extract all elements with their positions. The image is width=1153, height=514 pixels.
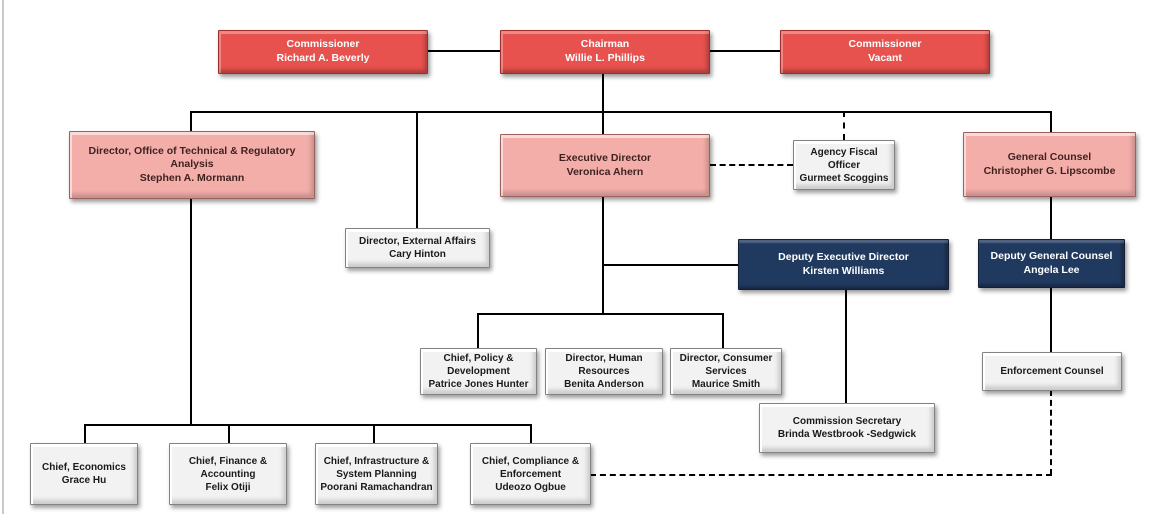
node-commissioner-beverly: Commissioner Richard A. Beverly [218,30,428,74]
connector-secretary-drop [845,290,847,403]
connector-compliance-drop [530,424,532,443]
node-deputy-general-counsel: Deputy General Counsel Angela Lee [978,239,1125,288]
node-person: Christopher G. Lipscombe [983,164,1116,177]
node-person: Udeozo Ogbue [495,481,566,493]
node-person: Brinda Westbrook -Sedgwick [777,429,917,440]
node-title: Director, Office of Technical & Regulato… [88,144,296,171]
node-title: General Counsel [1007,150,1092,163]
node-chief-compliance-enforcement: Chief, Compliance & Enforcement Udeozo O… [470,443,591,505]
node-title: Executive Director [558,151,652,164]
node-title: Agency Fiscal Officer [810,146,878,171]
node-person: Cary Hinton [389,249,446,260]
node-person: Kirsten Williams [802,264,885,277]
node-chief-finance-accounting: Chief, Finance & Accounting Felix Otiji [169,443,287,505]
connector-exec-director-stack [602,111,604,314]
node-person: Richard A. Beverly [276,52,370,64]
connector-beverly-chairman [428,50,500,52]
node-person: Grace Hu [61,475,107,486]
node-director-external-affairs: Director, External Affairs Cary Hinton [345,228,490,268]
connector-economics-drop [84,424,86,443]
node-title: Chief, Economics [42,462,126,473]
node-person: Vacant [868,52,902,64]
connector-otra-stack [190,111,192,426]
node-person: Gurmeet Scoggins [799,172,889,184]
node-chairman-phillips: Chairman Willie L. Phillips [500,30,710,74]
node-title: Director, External Affairs [359,236,476,247]
node-title: Commission Secretary [792,416,902,427]
node-chief-policy-development: Chief, Policy & Development Patrice Jone… [420,348,537,395]
node-title: Commissioner [286,38,360,51]
node-director-human-resources: Director, Human Resources Benita Anderso… [545,348,663,395]
node-person: Stephen A. Mormann [139,171,245,184]
node-director-otra: Director, Office of Technical & Regulato… [69,131,315,199]
node-person: Maurice Smith [691,379,761,390]
node-title: Director, Human Resources [565,353,643,377]
node-person: Willie L. Phillips [565,52,645,64]
node-title: Enforcement Counsel [1000,366,1104,377]
node-title: Chairman [580,38,630,51]
node-deputy-executive-director: Deputy Executive Director Kirsten Willia… [738,239,949,290]
connector-policy-drop [477,313,479,348]
connector-bottom-bus [84,424,530,426]
connector-exec-fiscal-dashed [710,164,793,166]
connector-main-bus [190,111,1051,113]
node-person: Poorani Ramachandran [320,481,433,493]
node-person: Angela Lee [1023,263,1080,276]
node-chief-economics: Chief, Economics Grace Hu [30,443,138,505]
node-title: Chief, Policy & Development [443,353,514,377]
node-commission-secretary: Commission Secretary Brinda Westbrook -S… [759,403,935,453]
node-person: Veronica Ahern [566,165,644,178]
node-title: Commissioner [848,38,922,51]
connector-chairman-vacant [708,50,780,52]
node-person: Felix Otiji [205,481,251,493]
node-title: Chief, Finance & Accounting [188,455,268,480]
connector-exec-deputy-branch [602,264,738,266]
connector-chairman-drop [602,74,604,112]
node-general-counsel: General Counsel Christopher G. Lipscombe [963,132,1136,197]
node-director-consumer-services: Director, Consumer Services Maurice Smit… [670,348,782,395]
connector-external-affairs-drop [416,111,418,228]
node-title: Deputy General Counsel [990,249,1113,262]
page-edge-divider [2,0,4,514]
connector-consumer-drop [722,313,724,348]
connector-enforcement-compliance-dashed [590,474,1052,476]
connector-enforcement-dashed-drop [1050,390,1052,475]
node-person: Benita Anderson [564,379,644,390]
connector-general-counsel-stack [1050,111,1052,352]
connector-infrastructure-drop [373,424,375,443]
node-title: Chief, Compliance & Enforcement [481,455,580,480]
node-enforcement-counsel: Enforcement Counsel [982,352,1122,391]
node-title: Deputy Executive Director [778,250,909,263]
connector-finance-drop [228,424,230,443]
connector-fiscal-officer-dashed-drop [843,111,845,140]
node-person: Patrice Jones Hunter [428,379,529,390]
node-commissioner-vacant: Commissioner Vacant [780,30,990,74]
node-agency-fiscal-officer: Agency Fiscal Officer Gurmeet Scoggins [793,140,895,190]
node-title: Chief, Infrastructure & System Planning [323,455,430,480]
node-chief-infrastructure-planning: Chief, Infrastructure & System Planning … [315,443,438,505]
node-title: Director, Consumer Services [679,353,773,377]
node-executive-director: Executive Director Veronica Ahern [500,134,710,197]
connector-mid-bus [477,313,723,315]
